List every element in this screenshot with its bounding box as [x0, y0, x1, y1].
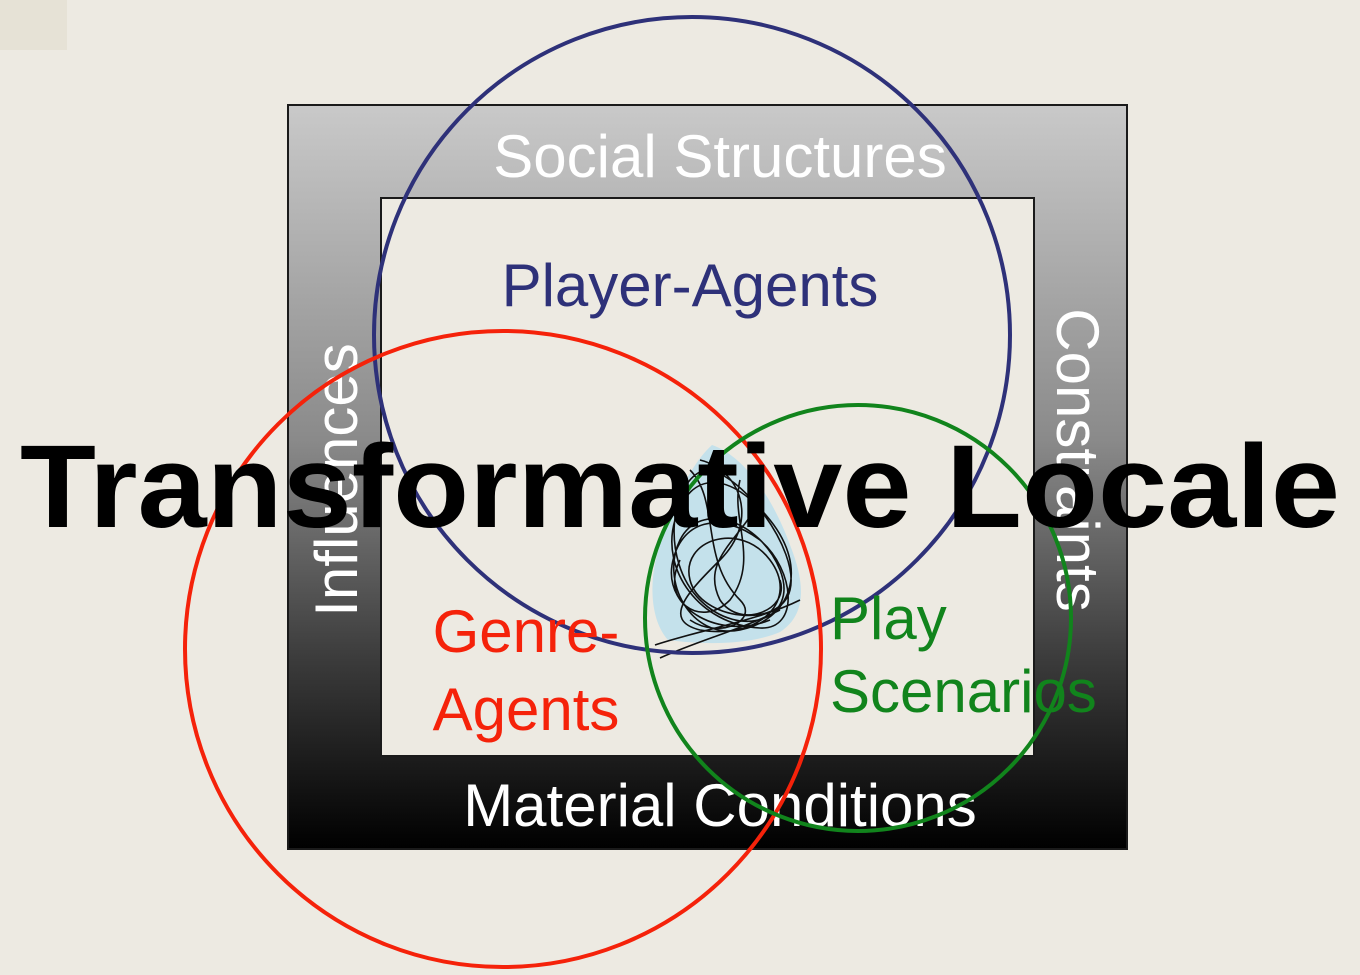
circles-layer [183, 15, 1073, 969]
overlap-scribble-lines [654, 459, 801, 659]
play-scenarios-circle [643, 403, 1073, 833]
play-scenarios-label-line-2: Scenarios [830, 658, 1097, 725]
diagram-title: Transformative Locale [20, 421, 1340, 553]
player-agents-circle [372, 15, 1012, 655]
corner-swatch [0, 0, 67, 50]
overlap-scribble [652, 445, 801, 659]
genre-agents-label-line-1: Genre- [433, 598, 620, 665]
genre-agents-label-line-2: Agents [433, 676, 620, 743]
frame-label-top: Social Structures [493, 123, 947, 190]
frame-label-right: Constraints [1044, 308, 1111, 611]
genre-agents-circle [183, 329, 823, 969]
play-scenarios-label-line-1: Play [830, 585, 947, 652]
context-frame [287, 104, 1128, 850]
player-agents-label: Player-Agents [502, 252, 879, 319]
frame-label-left: Influences [303, 343, 370, 617]
